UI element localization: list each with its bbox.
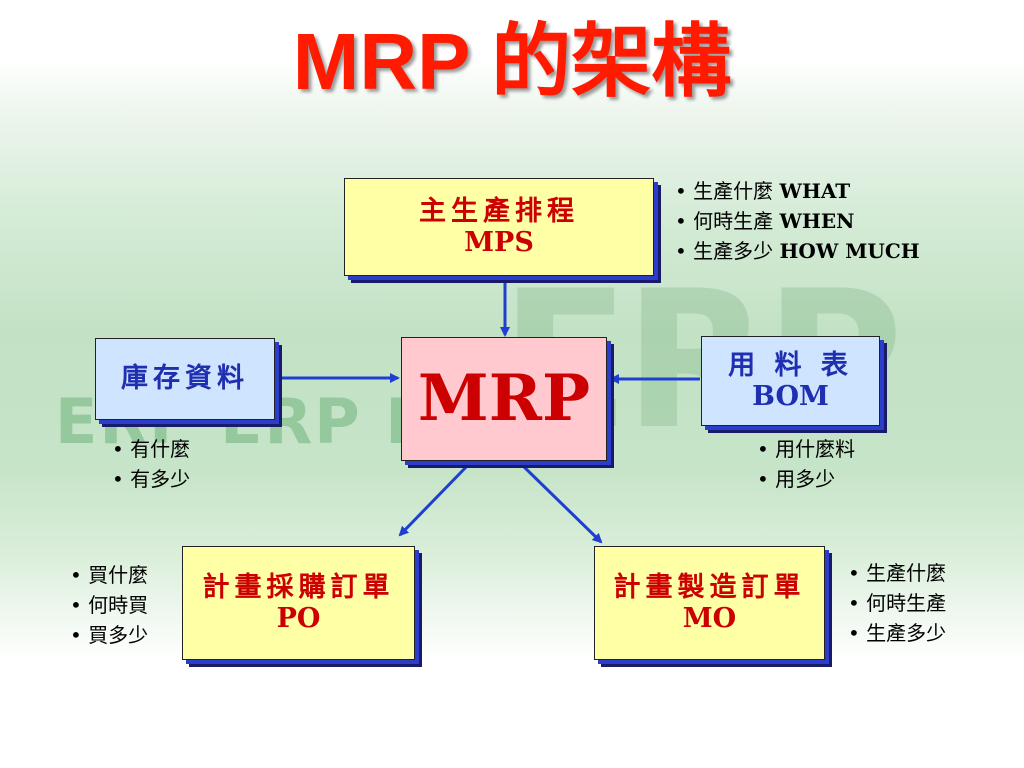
list-item: • 有什麼 <box>112 437 191 461</box>
mo-box-label-cn: 計畫製造訂單 <box>613 571 806 603</box>
mo-notes: • 生產什麼 • 何時生產 • 生產多少 <box>848 558 946 648</box>
list-item: • 生產多少 <box>848 621 947 645</box>
mps-box: 主生產排程 MPS <box>344 178 654 276</box>
list-item: • 何時生產 WHEN <box>675 209 855 233</box>
mrp-box: MRP <box>401 337 607 461</box>
bom-box-label-cn: 用 料 表 <box>728 349 853 381</box>
list-item: • 有多少 <box>112 467 191 491</box>
list-item: • 何時買 <box>70 593 149 617</box>
inventory-notes: • 有什麼 • 有多少 <box>112 434 190 494</box>
mps-box-label-cn: 主生產排程 <box>419 195 579 227</box>
mps-notes: • 生產什麼 WHAT • 何時生產 WHEN • 生產多少 HOW MUCH <box>675 176 920 266</box>
arrow-mrp-to-po <box>398 461 472 537</box>
po-notes: • 買什麼 • 何時買 • 買多少 <box>70 560 148 650</box>
list-item: • 買什麼 <box>70 563 149 587</box>
mo-box: 計畫製造訂單 MO <box>594 546 825 660</box>
po-box: 計畫採購訂單 PO <box>182 546 415 660</box>
po-box-label-en: PO <box>276 603 321 634</box>
bom-box: 用 料 表 BOM <box>701 336 880 426</box>
mps-box-label-en: MPS <box>464 227 534 258</box>
list-item: • 生產什麼 WHAT <box>675 179 851 203</box>
bom-box-label-en: BOM <box>752 381 829 412</box>
list-item: • 何時生產 <box>848 591 947 615</box>
po-box-label-cn: 計畫採購訂單 <box>202 571 395 603</box>
inventory-box-label: 庫存資料 <box>121 363 249 395</box>
list-item: • 生產多少 HOW MUCH <box>675 239 920 263</box>
bom-notes: • 用什麼料 • 用多少 <box>757 434 855 494</box>
list-item: • 用多少 <box>757 467 836 491</box>
mrp-box-label: MRP <box>417 361 591 437</box>
list-item: • 買多少 <box>70 623 149 647</box>
page-title: MRP 的架構 <box>292 17 732 106</box>
arrow-mrp-to-mo <box>518 461 603 544</box>
list-item: • 用什麼料 <box>757 437 856 461</box>
mo-box-label-en: MO <box>682 603 737 634</box>
list-item: • 生產什麼 <box>848 561 947 585</box>
inventory-box: 庫存資料 <box>95 338 275 420</box>
